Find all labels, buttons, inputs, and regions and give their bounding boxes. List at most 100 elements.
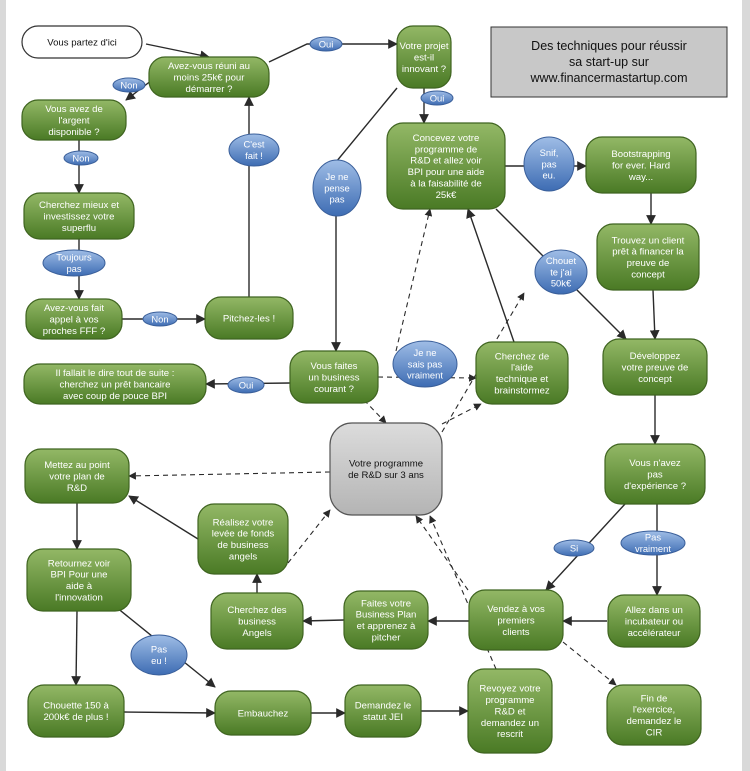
node-plan-rd-line-3: R&D [67, 483, 87, 494]
label-bubble [620, 530, 686, 556]
label-snif-line-1: Snif, [540, 147, 559, 158]
label-je-ne-sais-pas-line-1: Je ne [414, 347, 437, 358]
label-bubble [130, 634, 188, 676]
node-q-argent-line-2: l'argent [58, 115, 90, 126]
node-q-fff-line-2: appel à vos [49, 314, 98, 325]
label-snif-line-2: pas [541, 158, 556, 169]
label-snif-line-3: eu. [542, 170, 555, 181]
label-pas-eu-line-1: Pas [151, 644, 167, 655]
edge-aide_technique-to-concevez [466, 208, 515, 343]
node-preuve-concept-line-2: votre preuve de [622, 362, 689, 373]
node-client-line-1: Trouvez un client [612, 235, 685, 246]
node-chouette-150-line-1: Chouette 150 à [43, 701, 109, 712]
label-je-ne-pense-pas-line-3: pas [329, 194, 344, 205]
node-concevez-line-3: R&D et allez voir [410, 156, 482, 167]
node-business-angels-line-3: Angels [242, 628, 272, 639]
node-shape [475, 341, 569, 405]
edge-q_courant-to-programme_3ans [363, 399, 387, 424]
label-pas-eu-line-2: eu ! [151, 655, 167, 666]
label-si-line-1: Si [570, 542, 578, 553]
label-si: Si [553, 539, 595, 557]
node-business-plan-line-1: Faites votre [361, 598, 411, 609]
node-client-line-2: prêt à financer la [612, 247, 684, 258]
label-bubble [227, 376, 265, 394]
node-shape [467, 668, 553, 754]
label-non-2-line-1: Non [72, 152, 89, 163]
label-non-2: Non [63, 150, 99, 166]
label-toujours-pas-line-2: pas [66, 263, 81, 274]
label-bubble [312, 159, 362, 217]
node-levee-fonds-line-3: de business [217, 540, 268, 551]
node-shape [329, 422, 443, 516]
node-q-fff-line-1: Avez-vous fait [44, 303, 104, 314]
label-non-3-line-1: Non [151, 313, 168, 324]
edge-q_courant-to-concevez [395, 208, 433, 352]
edge-levee_fonds-to-programme_3ans [287, 509, 331, 564]
node-shape [604, 443, 706, 505]
edge-programme_3ans-to-aide_technique [441, 403, 482, 425]
node-pitchez: Pitchez-les ! [204, 296, 294, 340]
node-chouette-150-line-2: 200k€ de plus ! [43, 712, 108, 723]
node-shape [289, 350, 379, 404]
node-shape [21, 99, 127, 141]
edge-q_25k-to-q_innovant [268, 39, 398, 63]
label-cest-fait-line-1: C'est [243, 139, 264, 150]
edge-premiers_clients-to-programme_3ans [415, 515, 469, 591]
edge-retournez_bpi-to-chouette_150 [71, 610, 82, 686]
node-pret-bancaire: Il fallait le dire tout de suite :cherch… [23, 363, 207, 405]
label-bubble [392, 340, 458, 388]
node-shape [344, 684, 422, 738]
node-aide-technique-line-2: l'aide [511, 363, 533, 374]
node-shape [606, 684, 702, 746]
node-programme-3ans-line-2: de R&D sur 3 ans [348, 470, 424, 481]
node-start-line-1: Vous partez d'ici [47, 37, 117, 48]
label-bubble [420, 90, 454, 106]
node-cir-line-2: l'exercice, [633, 705, 675, 716]
node-q-25k-line-2: moins 25k€ pour [174, 72, 246, 83]
node-shape [386, 122, 506, 210]
node-shape [468, 589, 564, 651]
title-line-1: Des techniques pour réussir [531, 39, 687, 53]
label-je-ne-sais-pas-line-3: vraiment [407, 370, 443, 381]
node-pret-bancaire-line-1: Il fallait le dire tout de suite : [56, 368, 175, 379]
node-concevez-line-6: 25k€ [436, 190, 457, 201]
node-cherchez-mieux-line-3: superflu [62, 223, 96, 234]
node-jei-line-2: statut JEI [363, 712, 403, 723]
node-q-courant-line-2: un business [308, 372, 359, 383]
node-q-experience-line-3: d'expérience ? [624, 481, 686, 492]
node-rescrit-line-5: rescrit [497, 729, 523, 740]
node-embauchez: Embauchez [214, 690, 312, 736]
node-incubateur-line-2: incubateur ou [625, 616, 683, 627]
node-concevez-line-5: à la faisabilité de [410, 179, 481, 190]
label-pas-vraiment-line-2: vraiment [635, 543, 671, 554]
node-q-fff-line-3: proches FFF ? [43, 326, 105, 337]
label-bubble [534, 249, 588, 295]
node-business-plan-line-3: et apprenez à [357, 621, 416, 632]
node-client-line-4: concept [631, 270, 665, 281]
label-je-ne-sais-pas-line-2: sais pas [408, 358, 443, 369]
node-concevez-line-1: Concevez votre [413, 133, 480, 144]
node-q-courant-line-3: courant ? [314, 384, 354, 395]
node-cir-line-3: demandez le [627, 716, 682, 727]
node-premiers-clients-line-1: Vendez à vos [487, 604, 545, 615]
node-shape [210, 592, 304, 650]
label-chouette-50k-line-3: 50k€ [551, 278, 572, 289]
node-bootstrapping-line-2: for ever. Hard [612, 160, 670, 171]
